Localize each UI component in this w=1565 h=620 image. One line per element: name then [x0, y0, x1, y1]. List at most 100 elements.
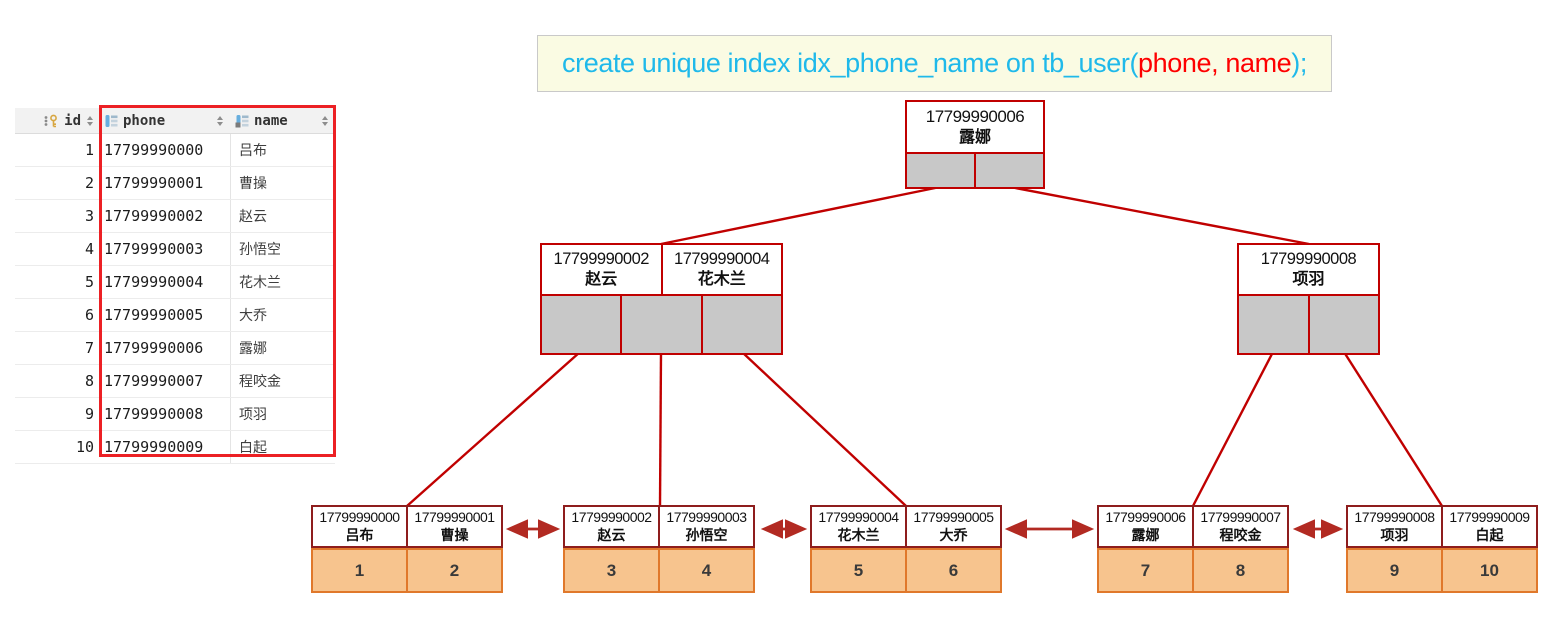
table-row: 10 17799990009 白起	[15, 431, 335, 464]
grid-header-row: id phone name	[15, 108, 335, 134]
cell-phone[interactable]: 17799990009	[104, 438, 204, 456]
column-label: phone	[123, 112, 166, 129]
cell-id[interactable]: 1	[84, 141, 94, 159]
key-row: 17799990006 露娜 17799990007 程咬金	[1097, 505, 1289, 548]
sort-toggle-icon[interactable]	[322, 115, 328, 126]
key-name: 大乔	[939, 526, 968, 543]
cell-id[interactable]: 6	[84, 306, 94, 324]
cell-name[interactable]: 花木兰	[230, 266, 335, 298]
key-phone: 17799990002	[553, 250, 650, 269]
key-phone: 17799990005	[913, 509, 994, 525]
primary-key-icon	[44, 114, 58, 127]
cell-name[interactable]: 吕布	[230, 134, 335, 166]
cell-id[interactable]: 5	[84, 273, 94, 291]
pointer-cell	[700, 296, 781, 353]
cell-phone[interactable]: 17799990000	[104, 141, 204, 159]
cell-phone[interactable]: 17799990002	[104, 207, 204, 225]
cell-phone[interactable]: 17799990008	[104, 405, 204, 423]
column-label: id	[64, 112, 81, 129]
btree-root-node: 17799990006 露娜	[905, 100, 1045, 189]
cell-name[interactable]: 孙悟空	[230, 233, 335, 265]
key-phone: 17799990004	[818, 509, 899, 525]
pointer-cell	[542, 296, 621, 353]
column-label: name	[254, 112, 288, 129]
pointer-row	[905, 152, 1045, 189]
cell-name[interactable]: 曹操	[230, 167, 335, 199]
row-id-cell: 8	[1192, 550, 1287, 591]
cell-phone[interactable]: 17799990001	[104, 174, 204, 192]
key-name: 白起	[1475, 526, 1504, 543]
key-phone: 17799990009	[1449, 509, 1530, 525]
cell-id[interactable]: 10	[75, 438, 94, 456]
key-name: 赵云	[585, 270, 618, 288]
table-row: 6 17799990005 大乔	[15, 299, 335, 332]
cell-id[interactable]: 7	[84, 339, 94, 357]
cell-phone[interactable]: 17799990006	[104, 339, 204, 357]
table-row: 5 17799990004 花木兰	[15, 266, 335, 299]
cell-name[interactable]: 白起	[230, 431, 335, 463]
key-name: 花木兰	[697, 270, 746, 288]
cell-id[interactable]: 8	[84, 372, 94, 390]
row-id-cell: 2	[406, 550, 501, 591]
cell-name[interactable]: 大乔	[230, 299, 335, 331]
cell-phone[interactable]: 17799990004	[104, 273, 204, 291]
cell-name[interactable]: 赵云	[230, 200, 335, 232]
key-cell: 17799990003 孙悟空	[658, 507, 753, 546]
column-header-phone[interactable]: phone	[99, 108, 230, 133]
column-header-name[interactable]: name	[230, 108, 335, 133]
key-name: 曹操	[440, 526, 469, 543]
cell-phone[interactable]: 17799990007	[104, 372, 204, 390]
cell-id[interactable]: 3	[84, 207, 94, 225]
btree-internal-node: 17799990008 项羽	[1237, 243, 1380, 355]
column-header-id[interactable]: id	[15, 108, 99, 133]
sort-toggle-icon[interactable]	[217, 115, 223, 126]
key-cell: 17799990009 白起	[1441, 507, 1536, 546]
key-phone: 17799990006	[1105, 509, 1186, 525]
key-cell: 17799990008 项羽	[1348, 507, 1441, 546]
key-cell: 17799990006 露娜	[907, 102, 1043, 152]
pointer-row	[1237, 294, 1380, 355]
cell-id[interactable]: 4	[84, 240, 94, 258]
tree-edge	[1009, 185, 1310, 246]
table-row: 2 17799990001 曹操	[15, 167, 335, 200]
key-cell: 17799990002 赵云	[565, 507, 658, 546]
cell-name[interactable]: 项羽	[230, 398, 335, 430]
table-row: 4 17799990003 孙悟空	[15, 233, 335, 266]
key-cell: 17799990005 大乔	[905, 507, 1000, 546]
cell-name[interactable]: 露娜	[230, 332, 335, 364]
cell-phone[interactable]: 17799990003	[104, 240, 204, 258]
cell-id[interactable]: 2	[84, 174, 94, 192]
tree-edge	[658, 351, 663, 507]
sql-statement-box: create unique index idx_phone_name on tb…	[537, 35, 1332, 92]
row-id-cell: 9	[1348, 550, 1441, 591]
row-id-cell: 1	[313, 550, 406, 591]
key-name: 程咬金	[1219, 526, 1262, 543]
cell-phone[interactable]: 17799990005	[104, 306, 204, 324]
key-cell: 17799990007 程咬金	[1192, 507, 1287, 546]
pointer-cell	[1239, 296, 1308, 353]
key-phone: 17799990008	[1260, 250, 1357, 269]
sql-text: create unique index idx_phone_name on tb…	[562, 48, 1139, 78]
key-cell: 17799990006 露娜	[1099, 507, 1192, 546]
cell-name[interactable]: 程咬金	[230, 365, 335, 397]
key-cell: 17799990001 曹操	[406, 507, 501, 546]
tree-edge	[406, 351, 581, 507]
key-phone: 17799990004	[674, 250, 770, 269]
pointer-cell	[620, 296, 701, 353]
key-name: 项羽	[1292, 270, 1325, 288]
key-row: 17799990008 项羽	[1237, 243, 1380, 296]
row-id-cell: 4	[658, 550, 753, 591]
key-row: 17799990008 项羽 17799990009 白起	[1346, 505, 1538, 548]
key-phone: 17799990001	[414, 509, 495, 525]
sort-toggle-icon[interactable]	[87, 115, 93, 126]
key-cell: 17799990004 花木兰	[812, 507, 905, 546]
key-phone: 17799990000	[319, 509, 400, 525]
cell-id[interactable]: 9	[84, 405, 94, 423]
